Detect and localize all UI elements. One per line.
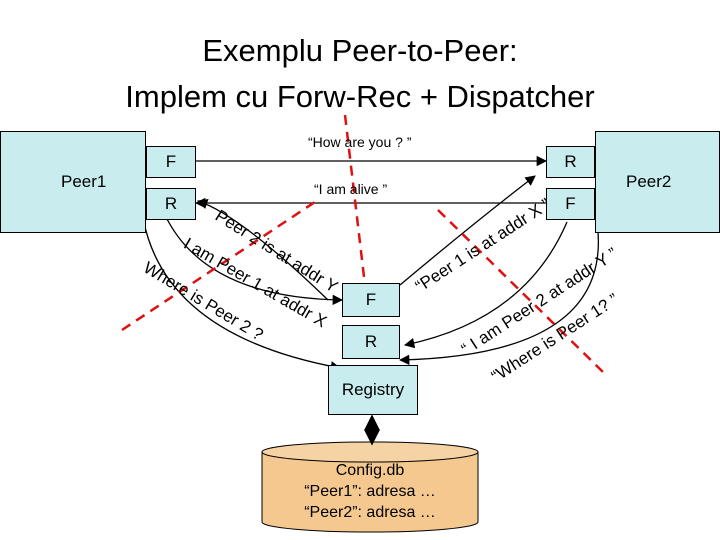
title-line-2: Implem cu Forw-Rec + Dispatcher: [125, 79, 595, 114]
peer1-box: Peer1: [0, 131, 146, 233]
msg-i-am-alive: “I am alive ”: [314, 181, 388, 197]
title-line-1: Exemplu Peer-to-Peer:: [202, 33, 518, 68]
peer2-receiver-label: R: [564, 152, 577, 171]
slide-title: Exemplu Peer-to-Peer: Implem cu Forw-Rec…: [0, 28, 720, 120]
registry-receiver: R: [342, 325, 400, 359]
arrow-peer1-is-at: [399, 175, 536, 286]
peer2-receiver: R: [546, 146, 595, 178]
arrow-i-am-peer1: [164, 214, 344, 306]
registry-receiver-label: R: [364, 332, 378, 351]
config-db-name: Config.db: [335, 462, 405, 479]
peer1-forwarder-label: F: [165, 152, 177, 171]
msg-how-are-you: “How are you ? ”: [308, 134, 412, 150]
peer2-forwarder-label: F: [565, 194, 576, 213]
dashed-separator-right: [437, 209, 604, 373]
registry-forwarder: F: [342, 283, 400, 317]
peer2-label: Peer2: [626, 172, 672, 191]
arrow-peer2-is-at: [197, 199, 329, 301]
config-db-entry-peer2: “Peer2”: adresa …: [304, 504, 436, 521]
peer1-forwarder: F: [146, 146, 196, 178]
peer1-receiver-label: R: [164, 194, 178, 213]
registry-forwarder-label: F: [365, 290, 377, 309]
peer1-receiver: R: [146, 188, 196, 220]
peer2-box: Peer2: [595, 131, 720, 233]
registry-box: Registry: [328, 365, 418, 415]
dashed-separator-top: [343, 114, 368, 295]
arrow-where-is-peer1: [398, 221, 599, 365]
peer1-label: Peer1: [61, 172, 107, 191]
config-db-text: Config.db “Peer1”: adresa … “Peer2”: adr…: [270, 460, 470, 523]
config-db-entry-peer1: “Peer1”: adresa …: [304, 483, 436, 500]
arrow-i-am-peer2: [403, 221, 568, 349]
dashed-separator-left: [121, 198, 319, 332]
peer2-forwarder: F: [546, 188, 595, 220]
registry-label: Registry: [341, 380, 405, 399]
